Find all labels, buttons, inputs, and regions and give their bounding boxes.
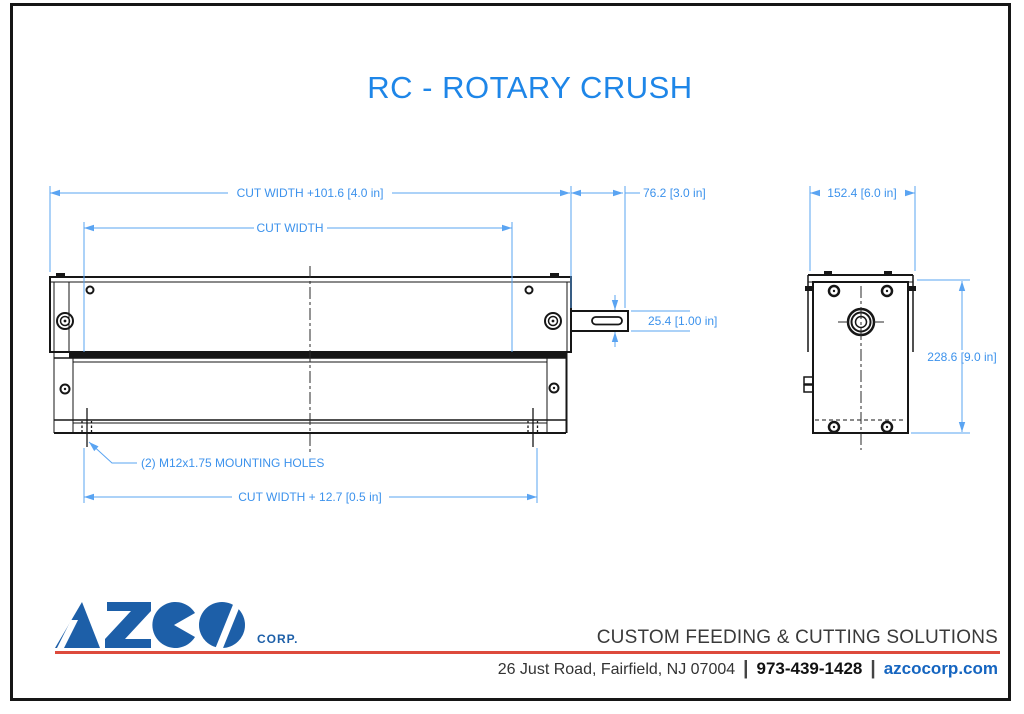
mounting-hole-left-icon — [81, 408, 93, 447]
dim-side-height: 228.6 [9.0 in] — [927, 350, 996, 364]
footer-website: azcocorp.com — [883, 659, 998, 678]
logo-letter-z — [105, 602, 151, 648]
side-view — [803, 271, 916, 450]
dim-shaft-length: 76.2 [3.0 in] — [643, 186, 706, 200]
bolt-left-icon — [56, 312, 74, 330]
logo-corp-label: CORP. — [257, 632, 299, 646]
footer-separator: | — [870, 658, 876, 679]
dim-cut-width: CUT WIDTH — [256, 221, 323, 235]
dimensions: CUT WIDTH +101.6 [4.0 in] CUT WIDTH 76.2… — [49, 186, 1006, 504]
front-view — [49, 266, 629, 452]
dim-shaft-diameter: 25.4 [1.00 in] — [648, 314, 717, 328]
azco-logo — [55, 600, 245, 650]
bolt-right-icon — [544, 312, 562, 330]
logo-letter-c — [152, 602, 195, 648]
logo-letter-o — [199, 600, 245, 650]
footer-divider — [55, 651, 1000, 654]
mounting-hole-right-icon — [527, 408, 539, 447]
dim-mounting-width: CUT WIDTH + 12.7 [0.5 in] — [238, 490, 382, 504]
side-bolts-icon — [827, 284, 894, 434]
footer-address-text: 26 Just Road, Fairfield, NJ 07004 — [497, 661, 736, 678]
footer-tagline: CUSTOM FEEDING & CUTTING SOLUTIONS — [596, 627, 998, 648]
footer-contact-row: 26 Just Road, Fairfield, NJ 07004 | 973-… — [498, 658, 998, 680]
logo-letter-a — [55, 602, 100, 648]
dim-side-width: 152.4 [6.0 in] — [827, 186, 896, 200]
mounting-holes-note: (2) M12x1.75 MOUNTING HOLES — [141, 456, 324, 470]
page-title: RC - ROTARY CRUSH — [367, 70, 693, 105]
footer-phone: 973-439-1428 — [756, 659, 863, 678]
dim-overall-width: CUT WIDTH +101.6 [4.0 in] — [237, 186, 384, 200]
footer-separator: | — [743, 658, 749, 679]
